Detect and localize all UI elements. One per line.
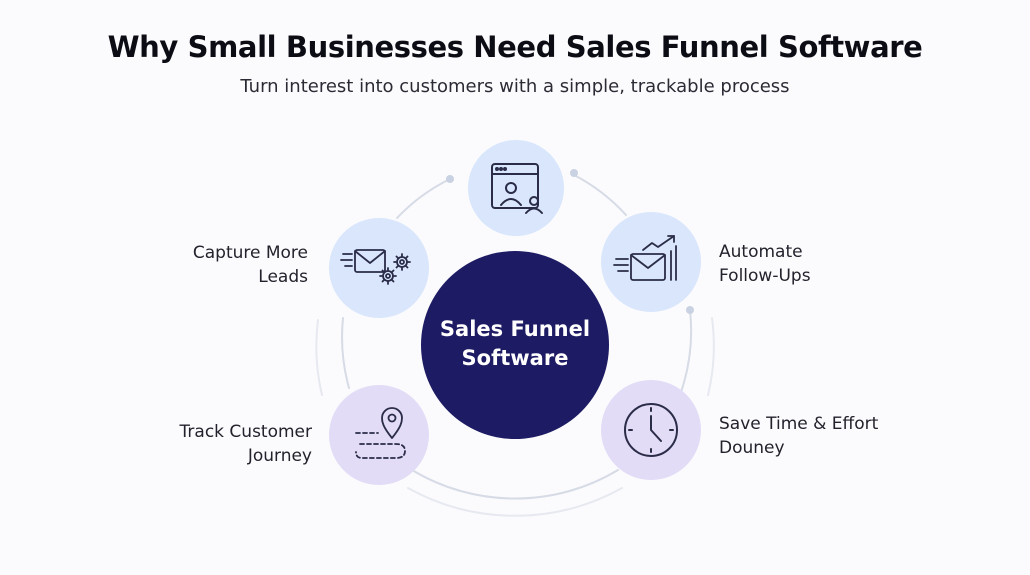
label-automate-line-2: Follow-Ups: [719, 266, 811, 286]
ring-arc-right: [680, 309, 693, 393]
label-automate-line-1: Automate: [719, 242, 803, 262]
label-track-line-1: Track Customer: [179, 422, 312, 442]
email-growth-icon: [613, 235, 677, 281]
ring-arc-left-outer: [315, 319, 323, 396]
ring-arc-top-right: [573, 174, 627, 216]
label-save-line-2: Douney: [719, 438, 785, 458]
center-label-line-2: Software: [461, 346, 569, 370]
label-automate-follow-ups: Automate Follow-Ups: [719, 240, 811, 288]
map-pin-path-icon: [355, 407, 406, 459]
label-capture-line-2: Leads: [258, 267, 308, 287]
ring-dot-top-left: [446, 175, 454, 183]
ring-dot-right: [686, 306, 694, 314]
node-automate-circle: [601, 212, 701, 312]
email-gears-icon: [340, 249, 411, 285]
node-capture-circle: [329, 218, 429, 318]
diagram-title: Why Small Businesses Need Sales Funnel S…: [107, 30, 923, 64]
label-track-line-2: Journey: [247, 446, 312, 466]
ring-arc-bottom-outer: [407, 487, 623, 517]
label-capture-more-leads: Capture More Leads: [193, 241, 308, 289]
center-label-line-1: Sales Funnel: [439, 317, 591, 341]
center-circle: [421, 251, 609, 439]
label-capture-line-1: Capture More: [192, 243, 308, 263]
node-track-circle: [329, 385, 429, 485]
web-profile-icon: [491, 163, 543, 214]
label-save-line-1: Save Time & Effort: [719, 414, 879, 434]
diagram-subtitle: Turn interest into customers with a simp…: [240, 76, 790, 97]
clock-icon: [624, 403, 678, 457]
ring-arc-bottom-inner: [411, 469, 619, 500]
ring-arc-right-outer: [707, 317, 715, 396]
center-label: Sales Funnel Software: [420, 315, 610, 373]
ring-dot-top-right: [570, 169, 578, 177]
label-track-customer-journey: Track Customer Journey: [180, 420, 312, 468]
label-save-time-effort: Save Time & Effort Douney: [719, 412, 878, 460]
ring-arc-top-left: [396, 178, 451, 219]
ring-arc-left: [341, 317, 350, 389]
